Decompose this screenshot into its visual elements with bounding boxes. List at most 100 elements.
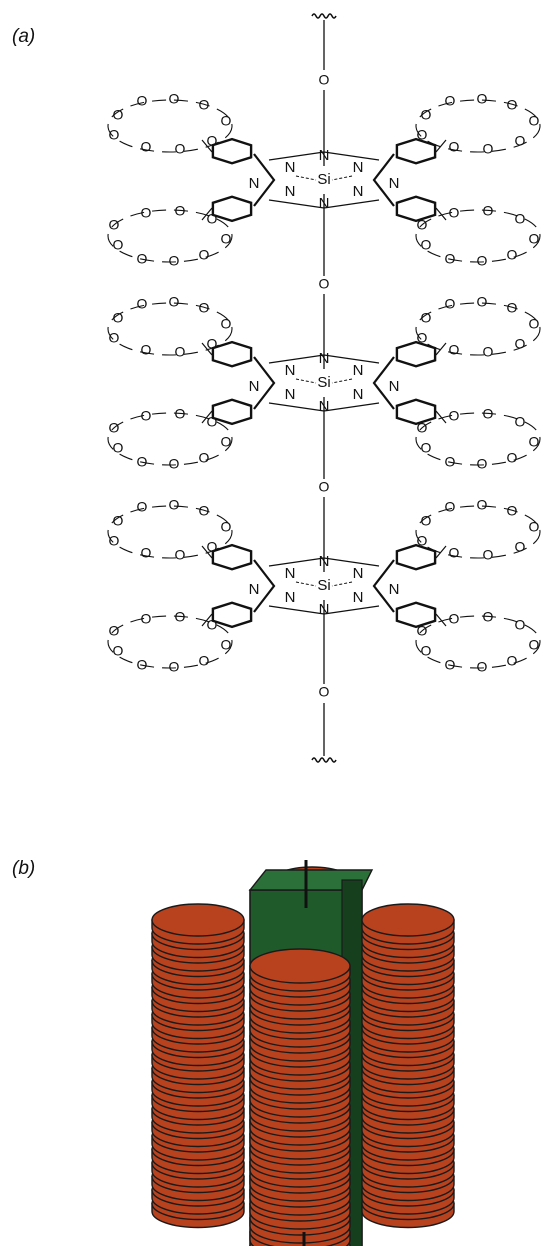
nitrogen-atom: N [319,147,330,164]
crown-oxygen-atom: O [417,623,428,639]
crown-ether-ring [107,412,233,466]
wavy-end [311,13,337,19]
crown-oxygen-atom: O [445,251,456,267]
nitrogen-atom: N [353,565,364,582]
crown-oxygen-atom: O [141,205,152,221]
crown-oxygen-atom: O [529,519,540,535]
crown-oxygen-atom: O [529,637,540,653]
nitrogen-atom: N [389,175,400,192]
crown-oxygen-atom: O [141,545,152,561]
pyrrole-bond [253,559,395,613]
crown-oxygen-atom: O [221,113,232,129]
crown-oxygen-atom: O [445,499,456,515]
crown-ether-ring [415,302,541,356]
crown-oxygen-atom: O [175,609,186,625]
wavy-end [311,757,337,763]
nitrogen-atom: N [249,378,260,395]
crown-oxygen-atom: O [421,107,432,123]
nitrogen-atom: N [319,195,330,212]
benzene-ring [211,195,253,223]
crown-oxygen-atom: O [109,217,120,233]
crown-oxygen-atom: O [529,231,540,247]
nitrogen-atom: N [285,362,296,379]
crown-oxygen-atom: O [221,434,232,450]
crown-oxygen-atom: O [421,513,432,529]
crown-oxygen-atom: O [515,617,526,633]
crown-oxygen-atom: O [207,414,218,430]
crown-oxygen-atom: O [445,296,456,312]
front-disk-column [249,948,351,1246]
coordination-bond [295,378,353,384]
crown-oxygen-atom: O [199,247,210,263]
ether-link-bond [201,139,447,221]
crown-ether-ring [107,302,233,356]
crown-oxygen-atom: O [207,133,218,149]
crown-ether-ring [415,615,541,669]
crown-oxygen-atom: O [137,454,148,470]
crown-oxygen-atom: O [199,300,210,316]
crown-oxygen-atom: O [221,316,232,332]
crown-oxygen-atom: O [207,211,218,227]
crown-oxygen-atom: O [449,205,460,221]
crown-oxygen-atom: O [449,342,460,358]
disk-top [151,903,245,937]
crown-ether-ring [415,99,541,153]
panel-label-a: (a) [12,26,36,47]
disk-top [249,948,351,984]
crown-oxygen-atom: O [445,454,456,470]
crown-oxygen-atom: O [529,113,540,129]
coordination-bond [295,581,353,587]
nitrogen-atom: N [353,183,364,200]
crown-oxygen-atom: O [137,93,148,109]
crown-oxygen-atom: O [515,539,526,555]
crown-oxygen-atom: O [507,247,518,263]
crown-oxygen-atom: O [113,107,124,123]
crown-ether-ring [107,99,233,153]
crown-oxygen-atom: O [141,408,152,424]
nitrogen-atom: N [319,553,330,570]
crown-oxygen-atom: O [141,139,152,155]
crown-oxygen-atom: O [199,503,210,519]
nitrogen-atom: N [319,398,330,415]
crown-oxygen-atom: O [477,456,488,472]
axial-oxygen-atom: O [319,684,330,700]
pyrrole-bond [253,153,395,207]
crown-oxygen-atom: O [477,253,488,269]
axial-oxygen-atom: O [319,72,330,88]
macrocycle-bond [268,557,380,615]
crown-oxygen-atom: O [421,643,432,659]
benzene-ring [395,195,437,223]
crown-oxygen-atom: O [477,294,488,310]
crown-oxygen-atom: O [141,611,152,627]
nitrogen-atom: N [249,175,260,192]
crown-oxygen-atom: O [515,336,526,352]
silicon-atom: Si [317,577,330,594]
coordination-bond [295,175,353,181]
crown-oxygen-atom: O [529,434,540,450]
nitrogen-atom: N [285,589,296,606]
nitrogen-atom: N [285,565,296,582]
crown-oxygen-atom: O [417,127,428,143]
crown-oxygen-atom: O [507,450,518,466]
crown-oxygen-atom: O [169,659,180,675]
nitrogen-atom: N [353,589,364,606]
crown-oxygen-atom: O [483,406,494,422]
crown-oxygen-atom: O [109,127,120,143]
benzene-ring [211,601,253,629]
nitrogen-atom: N [353,362,364,379]
crown-oxygen-atom: O [221,519,232,535]
nitrogen-atom: N [285,386,296,403]
crown-oxygen-atom: O [109,533,120,549]
benzene-ring [211,398,253,426]
crown-oxygen-atom: O [137,657,148,673]
crown-oxygen-atom: O [113,310,124,326]
crown-oxygen-atom: O [477,91,488,107]
crown-oxygen-atom: O [515,133,526,149]
crown-oxygen-atom: O [417,217,428,233]
crown-oxygen-atom: O [175,203,186,219]
crown-oxygen-atom: O [199,450,210,466]
crown-oxygen-atom: O [207,336,218,352]
